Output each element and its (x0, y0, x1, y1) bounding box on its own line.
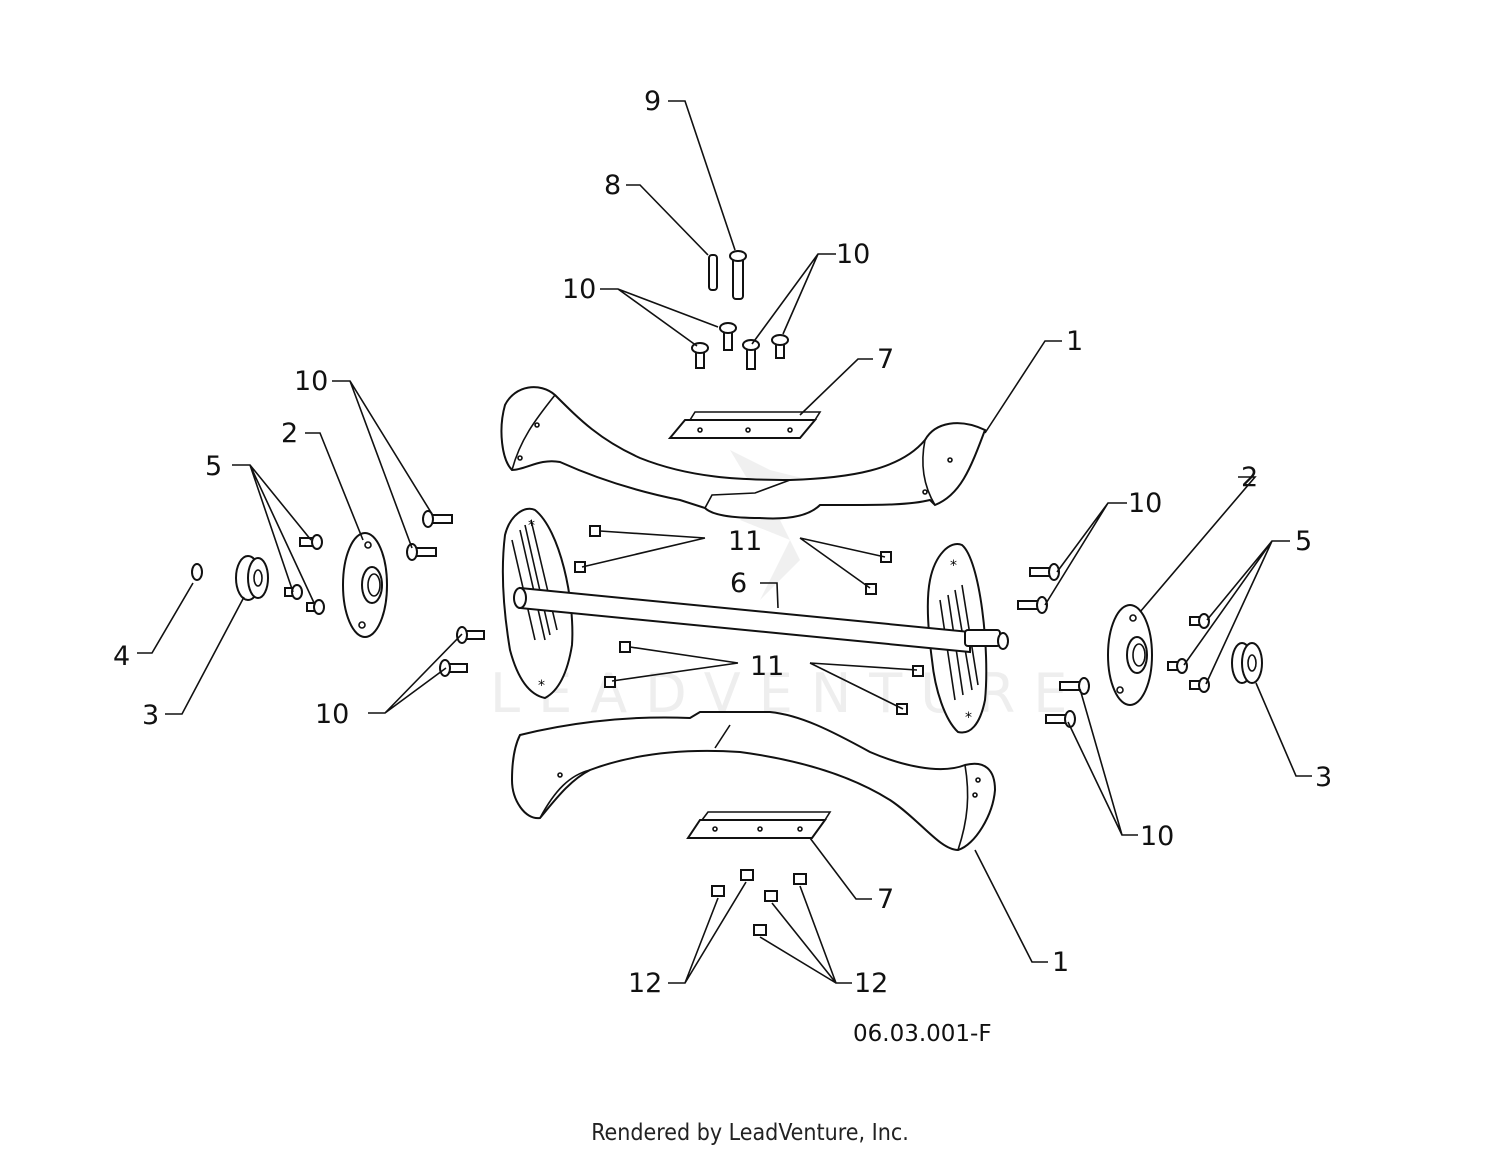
part-7-plate-lower (686, 811, 832, 839)
callout-labels: 9 8 10 10 1 7 10 2 5 4 3 10 11 6 11 10 2… (113, 86, 1332, 999)
footer-credit: Rendered by LeadVenture, Inc. (591, 1120, 909, 1146)
svg-text:*: * (965, 710, 972, 726)
callout-10-top-right: 10 (836, 239, 870, 270)
callout-6: 6 (730, 568, 747, 599)
part-3-bearing-right (1231, 642, 1263, 684)
part-1-frame-upper (500, 386, 987, 520)
callout-11-upper: 11 (728, 526, 762, 557)
callout-1-lower: 1 (1052, 947, 1069, 978)
svg-text:*: * (950, 558, 957, 574)
callout-10-left-lower: 10 (315, 699, 349, 730)
svg-text:*: * (528, 518, 535, 534)
callout-7-upper: 7 (877, 344, 894, 375)
callout-4: 4 (113, 641, 130, 672)
part-3-bearing-left (235, 555, 269, 601)
callout-10-top-left: 10 (562, 274, 596, 305)
callout-10-right-lower: 10 (1140, 821, 1174, 852)
leader-lines (137, 100, 1312, 984)
part-6-axle (513, 586, 1009, 654)
part-7-plate-upper (667, 411, 822, 439)
callout-8: 8 (604, 170, 621, 201)
callout-1-upper: 1 (1066, 326, 1083, 357)
part-12-nuts (711, 869, 807, 936)
callout-10-left-upper: 10 (294, 366, 328, 397)
callout-12-left: 12 (628, 968, 662, 999)
diagram-reference-code: 06.03.001-F (853, 1021, 992, 1047)
part-5-bolts-left (284, 534, 325, 615)
part-9-bolt (729, 250, 747, 300)
part-2-hub-left (342, 532, 388, 638)
callout-5-right: 5 (1295, 526, 1312, 557)
callout-2-left: 2 (281, 418, 298, 449)
callout-11-lower: 11 (750, 651, 784, 682)
part-2-hub-right (1107, 604, 1153, 706)
callout-2-right: 2 (1241, 462, 1258, 493)
parts: * * * * (191, 250, 1263, 936)
part-4-ring-left (191, 563, 203, 581)
callout-5-left: 5 (205, 451, 222, 482)
part-10-bolts-right (1017, 563, 1090, 728)
callout-10-right-upper: 10 (1128, 488, 1162, 519)
part-8-pin (708, 254, 718, 291)
callout-3-left: 3 (142, 700, 159, 731)
part-10-bolts-top (691, 322, 789, 370)
part-1-frame-lower (510, 711, 997, 852)
part-5-bolts-right (1167, 613, 1210, 693)
callout-3-right: 3 (1315, 762, 1332, 793)
callout-12-right: 12 (854, 968, 888, 999)
callout-7-lower: 7 (877, 884, 894, 915)
callout-9: 9 (644, 86, 661, 117)
svg-text:*: * (538, 678, 545, 694)
